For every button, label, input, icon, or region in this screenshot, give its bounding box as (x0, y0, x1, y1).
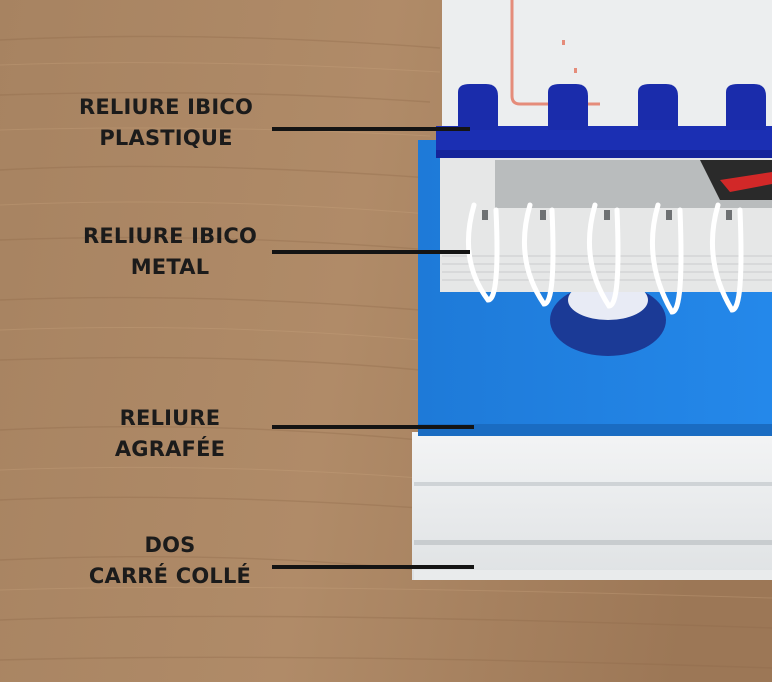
label-stapled-line2: AGRAFÉE (114, 437, 226, 461)
label-plastic-line2: PLASTIQUE (99, 126, 233, 150)
label-stapled-binding: RELIURE AGRAFÉE (70, 403, 270, 465)
plastic-comb-teeth (458, 84, 766, 130)
label-metal-line2: METAL (130, 255, 210, 279)
label-metal-binding: RELIURE IBICO METAL (70, 221, 270, 283)
leader-line-glued (272, 565, 474, 569)
leader-line-plastic (272, 127, 470, 131)
label-plastic-binding: RELIURE IBICO PLASTIQUE (66, 92, 266, 154)
wood-grain-light (0, 62, 772, 599)
label-stapled-line1: RELIURE (119, 406, 221, 430)
leader-line-metal (272, 250, 470, 254)
wire-ring-holes (482, 210, 732, 220)
label-glued-spine: DOS CARRÉ COLLÉ (70, 530, 270, 592)
label-glued-line1: DOS (144, 533, 196, 557)
wire-rings (465, 202, 744, 315)
label-plastic-line1: RELIURE IBICO (78, 95, 254, 119)
leader-line-stapled (272, 425, 474, 429)
wood-grain (0, 35, 772, 669)
label-glued-line2: CARRÉ COLLÉ (88, 564, 252, 588)
glued-book (412, 432, 772, 580)
label-metal-line1: RELIURE IBICO (82, 224, 258, 248)
